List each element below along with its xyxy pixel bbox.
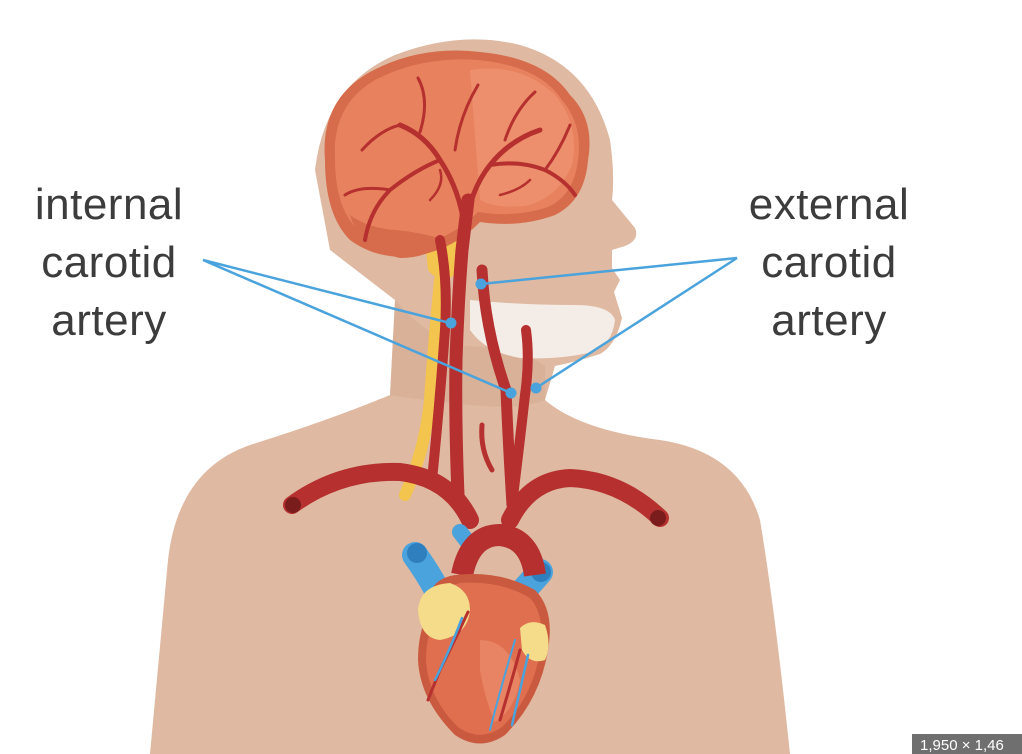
image-size-badge: 1,950 × 1,46 — [912, 734, 1022, 754]
callout-dot-internal-upper — [445, 317, 457, 329]
label-external-line-3: artery — [771, 296, 887, 345]
artery-end-left — [285, 497, 301, 513]
label-internal-line-3: artery — [51, 296, 167, 345]
jaw-highlight — [470, 300, 615, 359]
callout-dot-external-lower — [530, 382, 542, 394]
label-external-line-2: carotid — [761, 238, 897, 287]
callout-dot-internal-lower — [505, 387, 517, 399]
label-internal-line-1: internal — [34, 180, 184, 229]
heart-icon — [402, 523, 553, 744]
callout-lines — [202, 256, 738, 395]
body-torso — [150, 39, 790, 754]
artery-end-right — [650, 510, 666, 526]
label-external-carotid-artery: external carotid artery — [728, 176, 930, 350]
label-internal-carotid-artery: internal carotid artery — [14, 176, 204, 350]
label-internal-line-2: carotid — [41, 238, 177, 287]
callout-dot-external-upper — [475, 278, 487, 290]
callout-dots — [445, 278, 542, 399]
label-external-line-1: external — [748, 180, 910, 229]
